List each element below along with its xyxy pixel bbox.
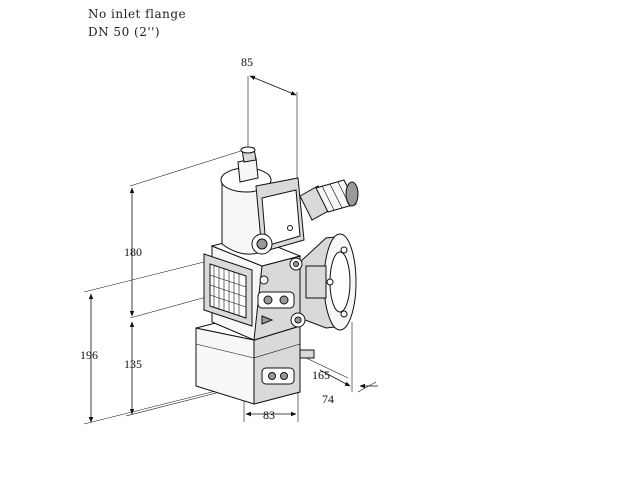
dim-label-135: 135 [124, 357, 142, 371]
outlet-flange [299, 233, 357, 331]
dim-height-total: 196 [80, 261, 229, 425]
dim-width-top: 85 [241, 55, 298, 178]
dim-depth: 165 74 [301, 322, 378, 406]
dim-height-upper: 180 [124, 149, 245, 319]
caption-no-inlet-flange: No inlet flange [88, 7, 187, 21]
dim-label-196: 196 [80, 348, 98, 362]
caption-dn-size: DN 50 (2'') [88, 25, 161, 39]
dim-label-85: 85 [241, 55, 253, 69]
filter-grille [203, 253, 253, 327]
dim-label-83: 83 [263, 408, 275, 422]
dim-width-bottom: 83 [243, 388, 299, 422]
dim-height-lower: 135 [124, 321, 229, 417]
connector-plug [237, 146, 259, 183]
dim-label-165: 165 [312, 368, 330, 382]
solenoid-coil [220, 167, 305, 255]
dim-label-74: 74 [322, 392, 334, 406]
dim-label-180: 180 [124, 245, 142, 259]
cable-gland [299, 179, 359, 221]
